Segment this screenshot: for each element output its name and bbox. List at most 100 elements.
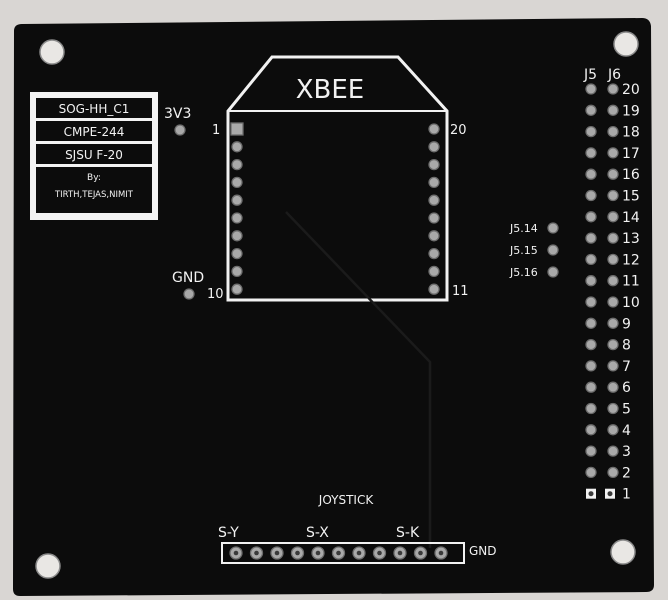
xbee-right-pad [428,230,440,242]
j5-pin-pad [585,402,597,415]
j6-pin-pad [607,211,619,223]
mounting-hole-top-left [39,39,65,65]
mounting-hole-bottom-left [35,553,61,579]
label-s-x: S-X [306,525,329,541]
label-by: By: [87,173,101,183]
j5-pin-pad [585,147,597,159]
j5-pin-pad [585,104,597,116]
label-3v3: 3V3 [164,106,191,122]
label-j5: J5 [583,67,597,83]
j5-pin-pad [585,211,597,223]
xbee-right-pad [428,212,440,224]
joystick-pad-hole [336,550,341,556]
j6-pin-pad [607,317,619,329]
xbee-left-pads [230,122,244,295]
j5-pin-pad [585,338,597,351]
header-pin-number: 8 [622,338,631,354]
xbee-left-pad [231,265,243,278]
pad-gnd-left [183,288,195,300]
xbee-left-pad [231,247,243,260]
label-s-k: S-K [396,525,420,541]
joystick-pad-hole [295,550,300,556]
j5-pin-pad [585,317,597,329]
xbee-left-pad [231,194,243,206]
j6-pin-pad [607,253,619,266]
pad-j5-14 [547,222,559,234]
label-box: SOG-HH_C1 CMPE-244 SJSU F-20 By: TIRTH,T… [30,92,158,220]
j6-pin-pad [607,402,619,415]
label-j5-15: J5.15 [509,244,538,257]
header-pin-number: 9 [622,316,631,332]
xbee-pin-11-label: 11 [452,284,469,299]
joystick-pad-hole [356,550,362,556]
header-pin-number: 10 [622,295,640,311]
joystick-pad-hole [315,550,321,556]
header-pin-number: 7 [622,359,631,375]
j6-pin-pad [607,381,619,393]
copper-trace [285,211,432,548]
pad-j5-15 [547,244,559,256]
j6-pin-pad [607,125,619,138]
j6-pin-pad [607,147,619,159]
j6-pin-pad [607,189,619,202]
j5-breakout: J5.14 J5.15 J5.16 [509,222,559,279]
xbee-right-pad [428,247,440,260]
label-line-3: SJSU F-20 [65,148,123,162]
j6-pin-pad [607,338,619,351]
header-pin-number: 3 [622,444,631,460]
j5-pin-pad [585,125,597,138]
j6-pin-pad [607,275,619,287]
header-pin-number: 11 [622,274,640,290]
j6-pin-pad [607,83,619,95]
xbee-left-pad [231,230,243,242]
j6-pin-pad [607,232,619,244]
xbee-right-pad [428,141,440,153]
joystick-header: JOYSTICK S-Y S-X S-K GND [218,493,497,564]
label-j5-14: J5.14 [509,222,538,235]
label-line-1: SOG-HH_C1 [59,102,130,116]
header-pin-number: 15 [622,189,640,205]
j5-pin-pad [585,253,597,266]
header-pin-number: 4 [622,423,631,439]
j5-pin-pad [585,275,597,287]
xbee-pin-20-label: 20 [450,123,467,138]
label-authors: TIRTH,TEJAS,NIMIT [54,190,134,200]
xbee-right-pad [428,265,440,278]
j6-pin-pad [607,445,619,457]
joystick-pad-hole [254,550,259,556]
j6-pin-pad [607,104,619,116]
xbee-right-pad [428,283,440,295]
j6-pin-pad [607,296,619,308]
header-pin-number: 2 [622,465,631,481]
j5-pin-pad [585,189,597,202]
label-gnd-joystick: GND [469,544,497,558]
header-pin-number: 16 [622,167,640,183]
j5-pin-pad [585,232,597,244]
xbee-right-pads [428,123,440,295]
header-pin-number: 20 [622,82,640,98]
xbee-left-pad [231,141,243,153]
label-line-2: CMPE-244 [64,125,125,139]
xbee-right-pad [428,176,440,189]
xbee-left-pad [231,158,243,171]
j5-pin-pad [585,296,597,308]
xbee-footprint: XBEE 1 20 10 11 [207,55,469,302]
xbee-pin-1-pad [230,122,244,136]
xbee-left-pad [231,212,243,224]
xbee-pin-10-label: 10 [207,287,224,302]
joystick-pads [229,546,448,560]
xbee-right-pad [428,194,440,206]
pcb-board [13,18,654,596]
pad-3v3 [174,124,186,136]
header-pin-number: 17 [622,146,640,162]
xbee-pin-1-label: 1 [212,123,220,138]
header-pin-number: 12 [622,252,640,268]
mounting-holes [35,31,639,579]
j6-pin-pad [607,466,619,479]
joystick-pad-hole [418,550,423,556]
header-pin-number: 1 [622,487,631,503]
xbee-right-pad [428,158,440,171]
